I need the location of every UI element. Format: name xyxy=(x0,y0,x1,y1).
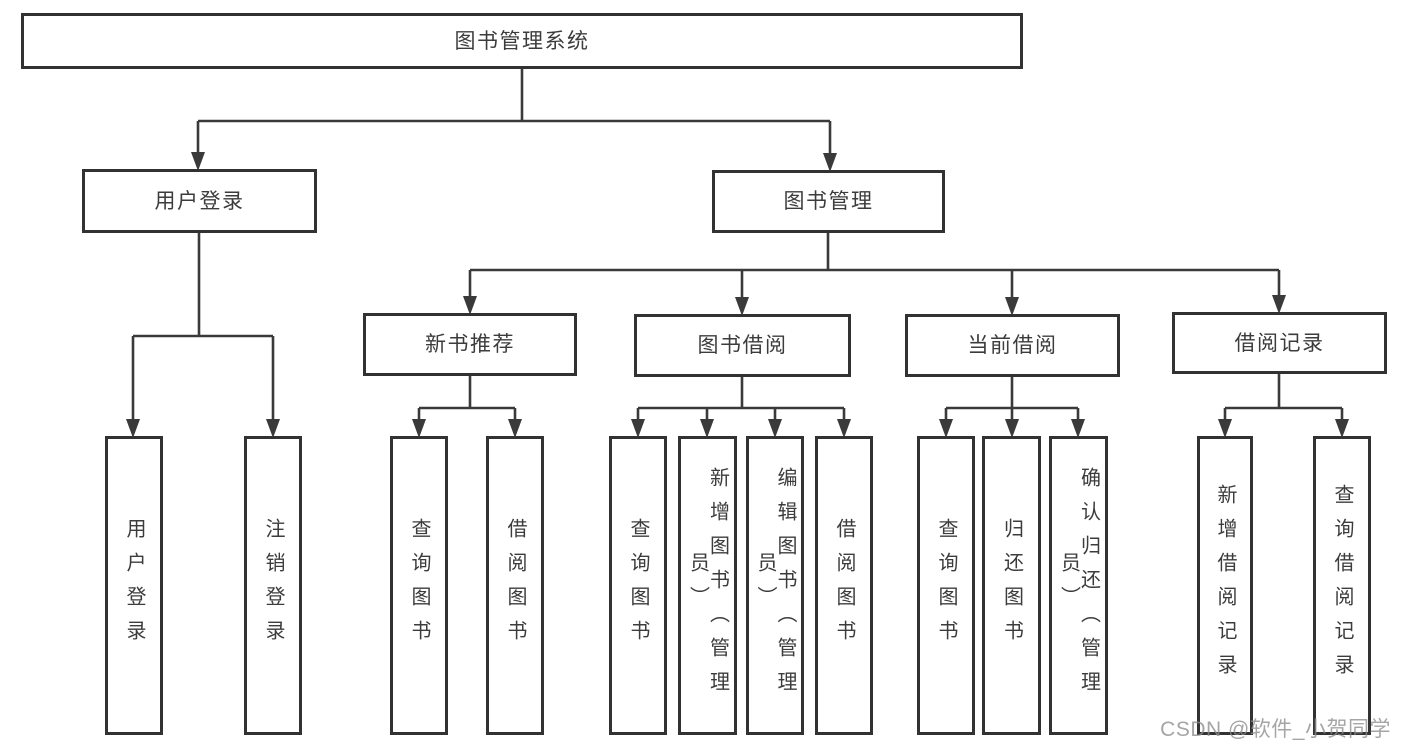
node-new-book-recommendation: 新书推荐 xyxy=(363,313,577,376)
node-user-login: 用户登录 xyxy=(82,169,317,233)
watermark-text: CSDN @软件_小贺同学 xyxy=(1160,718,1391,741)
node-borrowing-records: 借阅记录 xyxy=(1172,312,1387,374)
leaf-borrow-books-borrowing: 借阅图书 xyxy=(815,436,873,735)
leaf-add-borrow-record: 新增借阅记录 xyxy=(1197,436,1253,735)
leaf-logout: 注销登录 xyxy=(244,436,302,735)
leaf-confirm-return-admin: 确认归还（管理员） xyxy=(1049,436,1108,735)
leaf-query-borrow-record: 查询借阅记录 xyxy=(1313,436,1371,735)
node-current-borrowing: 当前借阅 xyxy=(905,314,1120,377)
leaf-query-books-current: 查询图书 xyxy=(917,436,975,735)
leaf-user-login: 用户登录 xyxy=(105,436,163,735)
leaf-return-book: 归还图书 xyxy=(982,436,1041,735)
leaf-edit-book-admin: 编辑图书（管理员） xyxy=(746,436,804,735)
leaf-borrow-books-recommend: 借阅图书 xyxy=(486,436,544,735)
node-library-management-system: 图书管理系统 xyxy=(21,13,1023,69)
leaf-query-books-borrowing: 查询图书 xyxy=(609,436,667,735)
node-book-borrowing: 图书借阅 xyxy=(634,314,851,377)
leaf-query-books-recommend: 查询图书 xyxy=(390,436,448,735)
node-book-management: 图书管理 xyxy=(712,170,945,233)
leaf-add-book-admin: 新增图书（管理员） xyxy=(678,436,737,735)
